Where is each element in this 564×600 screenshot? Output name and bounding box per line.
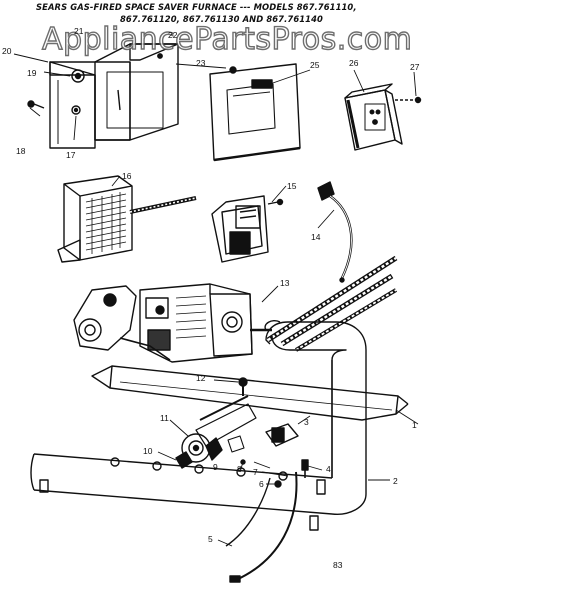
- screw-12-part: [213, 377, 248, 396]
- leader-lines: [13, 53, 417, 303]
- part-number-label: 22: [168, 30, 178, 40]
- part-number-label: 25: [310, 60, 320, 70]
- part-number-label: 17: [66, 150, 76, 160]
- part-number-label: 26: [349, 58, 359, 68]
- part-number-label: 14: [311, 232, 321, 242]
- header-title-line1: SEARS GAS-FIRED SPACE SAVER FURNACE --- …: [36, 2, 357, 12]
- manifold-pipe-part: [30, 320, 390, 531]
- thermocouple-bracket-part: [227, 415, 311, 488]
- access-panel-part: [209, 63, 301, 162]
- part-number-label: 11: [160, 413, 169, 423]
- part-number-label: 13: [280, 278, 290, 288]
- gas-valve-part: [73, 283, 272, 363]
- part-number-label: 16: [122, 171, 132, 181]
- wire-harness-part: [317, 181, 353, 283]
- screw-18-part: [27, 100, 45, 109]
- part-number-label: 10: [143, 446, 153, 456]
- part-number-label: 9: [213, 462, 218, 472]
- control-relay-part: [211, 195, 284, 263]
- part-number-label: 27: [410, 62, 420, 72]
- part-number-label: 23: [196, 58, 206, 68]
- watermark: AppliancePartsPros.com: [41, 21, 413, 57]
- part-number-label: 2: [393, 476, 398, 486]
- transformer-part: [344, 83, 422, 151]
- burner-tube-assembly: [266, 255, 398, 352]
- part-number-label: 15: [287, 181, 297, 191]
- part-number-label: 1: [412, 420, 417, 430]
- pilot-tube-part: [217, 471, 298, 583]
- part-number-label: 3: [304, 417, 309, 427]
- diagram-number: 83: [333, 560, 343, 570]
- header-title-line2: 867.761120, 867.761130 AND 867.761140: [120, 14, 323, 24]
- part-number-label: 18: [16, 146, 26, 156]
- cabinet-box-part: [49, 43, 179, 149]
- part-number-label: 8: [237, 464, 242, 474]
- burner-plate-part: [91, 365, 419, 425]
- part-number-label: 5: [208, 534, 213, 544]
- heat-exchanger-part: [57, 175, 197, 263]
- part-number-label: 4: [326, 464, 331, 474]
- pilot-assembly-part: [169, 395, 257, 463]
- part-number-label: 12: [196, 373, 206, 383]
- part-number-label: 19: [27, 68, 37, 78]
- part-number-label: 6: [259, 479, 264, 489]
- part-number-label: 21: [74, 26, 84, 36]
- orifice-10-part: [157, 451, 193, 469]
- part-number-label: 20: [2, 46, 12, 56]
- electrode-part: [301, 459, 323, 478]
- part-number-label: 7: [253, 467, 258, 477]
